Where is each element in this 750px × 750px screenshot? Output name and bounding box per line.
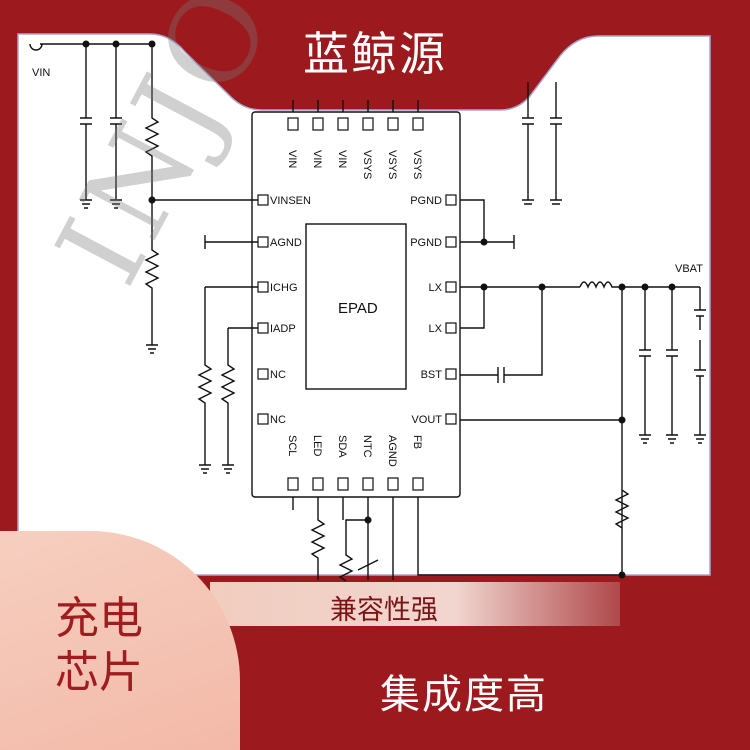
- pin-top-1: VIN: [286, 150, 298, 168]
- pin-left-6: NC: [270, 414, 286, 426]
- pin-bottom-4: NTC: [361, 435, 373, 458]
- brand-title: 蓝鲸源: [303, 27, 447, 81]
- pin-right-3: LX: [429, 282, 443, 294]
- pin-right-4: LX: [429, 323, 443, 335]
- tagline-banner: [210, 582, 620, 626]
- product-badge-text: 充电芯片: [55, 593, 143, 698]
- pin-top-6: VSYS: [411, 150, 423, 179]
- pin-bottom-3: SDA: [336, 435, 348, 458]
- pin-left-5: NC: [270, 369, 286, 381]
- pin-top-5: VSYS: [386, 150, 398, 179]
- vbat-label: VBAT: [675, 263, 703, 275]
- feature-text: 集成度高: [380, 672, 548, 718]
- pin-right-6: VOUT: [411, 414, 442, 426]
- pin-right-2: PGND: [410, 237, 442, 249]
- pin-top-2: VIN: [311, 150, 323, 168]
- pin-bottom-5: AGND: [386, 435, 398, 467]
- pin-right-5: BST: [421, 369, 443, 381]
- pin-bottom-6: FB: [411, 435, 423, 449]
- pin-bottom-1: SCL: [286, 435, 298, 456]
- pin-right-1: PGND: [410, 195, 442, 207]
- pin-left-3: ICHG: [270, 282, 298, 294]
- tagline-text: 兼容性强: [330, 595, 438, 626]
- pin-bottom-2: LED: [311, 435, 323, 456]
- pin-left-4: IADP: [270, 323, 296, 335]
- vin-label: VIN: [32, 67, 50, 79]
- epad-label: EPAD: [338, 300, 378, 317]
- pin-left-1: VINSEN: [270, 195, 311, 207]
- pin-left-2: AGND: [270, 237, 302, 249]
- pin-top-3: VIN: [336, 150, 348, 168]
- pin-top-4: VSYS: [361, 150, 373, 179]
